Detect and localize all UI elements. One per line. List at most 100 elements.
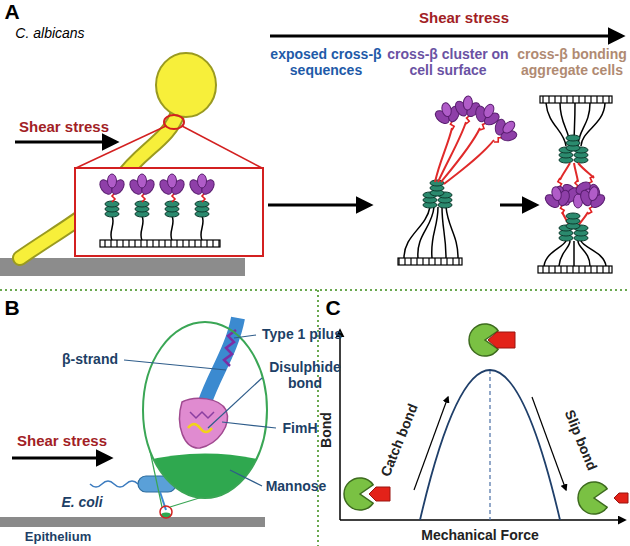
x-axis	[340, 519, 625, 521]
shear-arrow	[12, 457, 110, 460]
stalks	[544, 241, 606, 266]
amyloid-coil	[566, 135, 580, 151]
force-label: Shear stress	[4, 118, 124, 135]
panel-letter: B	[0, 296, 24, 320]
stalk	[446, 207, 458, 258]
beta-sheet	[100, 240, 220, 247]
trend-arrow	[532, 397, 566, 490]
stalk	[141, 216, 143, 240]
beta-sheet	[398, 258, 462, 265]
stalks	[111, 216, 203, 240]
fimh-fold	[190, 412, 214, 418]
part-label: Disulphide bond	[260, 359, 350, 391]
stalk	[581, 241, 606, 266]
axis-label: Mechanical Force	[390, 527, 570, 543]
bond-icon	[578, 482, 628, 514]
bond-icon	[469, 324, 515, 356]
zoom-line	[182, 126, 262, 168]
part-label: β-strand	[50, 351, 130, 367]
species-name: E. coli	[47, 494, 117, 510]
stalk	[171, 216, 173, 240]
shear-arrow	[15, 141, 116, 144]
peak-line	[489, 370, 490, 520]
part-label: Type 1 pilus	[252, 326, 352, 342]
adhesin-head	[541, 183, 577, 218]
adhesin-head	[127, 174, 156, 202]
stalk	[573, 241, 575, 266]
stalks	[404, 207, 458, 258]
linker	[578, 163, 594, 178]
adhesin-head	[157, 174, 186, 202]
ligand-icon	[369, 487, 390, 501]
flagellum	[90, 481, 138, 487]
stage-label: exposed cross-β sequences	[270, 46, 382, 78]
fimh-domain	[180, 398, 228, 448]
part-label: Mannose	[256, 478, 336, 494]
linker	[444, 140, 494, 184]
receptor-icon	[578, 482, 607, 514]
zoom-circle	[164, 115, 184, 129]
beta-strand	[224, 330, 236, 366]
stage-label: cross-β bonding aggregate cells	[515, 46, 630, 78]
stalk	[111, 216, 113, 240]
ligand-icon	[488, 332, 515, 348]
stage-arrow	[500, 204, 536, 207]
amyloid-coil	[566, 213, 580, 229]
leader-line	[208, 378, 262, 428]
beta-sheet	[540, 96, 612, 103]
curve-label: Slip bond	[555, 391, 607, 490]
stalk	[442, 207, 446, 258]
curve-label: Catch bond	[373, 391, 425, 490]
force-label: Shear stress	[2, 432, 122, 449]
zoom-contents	[140, 318, 270, 505]
epithelium-bar	[0, 517, 265, 527]
adhesin-head	[574, 183, 610, 218]
part-label: Epithelium	[8, 530, 108, 545]
leader-lines	[124, 335, 276, 486]
yeast-cell	[156, 53, 216, 117]
amyloid-coil	[105, 201, 119, 217]
bond-curve	[420, 370, 560, 520]
stalk	[404, 207, 430, 258]
stalk	[581, 103, 605, 146]
stage-label: cross-β cluster on cell surface	[386, 46, 511, 78]
panel-letter: C	[321, 296, 345, 320]
leader-line	[124, 360, 226, 370]
stalk	[578, 103, 590, 146]
linker	[574, 163, 578, 182]
adhesin-head	[484, 112, 525, 153]
species-name: C. albicans	[0, 25, 100, 41]
amyloid-coil	[165, 201, 179, 217]
amyloid-coil	[195, 201, 209, 217]
linkers	[435, 122, 494, 184]
linker	[578, 212, 588, 226]
adhesin-head	[97, 174, 126, 202]
linker	[560, 163, 570, 180]
stalk	[546, 103, 566, 146]
zoom-circle	[160, 506, 172, 518]
bond-icon	[344, 478, 390, 510]
linker	[441, 128, 480, 182]
substrate	[0, 258, 245, 276]
leader-line	[230, 470, 262, 486]
axis-label: Bond	[318, 400, 334, 460]
linker	[438, 122, 466, 182]
y-axis	[339, 330, 341, 520]
inset-box	[75, 168, 263, 256]
shear-arrow	[270, 35, 622, 38]
beta-sheet	[538, 266, 612, 273]
leader-line	[234, 335, 256, 338]
stalk	[559, 241, 570, 266]
panel-divider	[0, 289, 630, 291]
stalk	[432, 207, 438, 258]
leader-line	[222, 422, 276, 428]
force-label: Shear stress	[394, 9, 534, 26]
adhesin-head	[187, 174, 216, 202]
panel-letter: A	[0, 0, 24, 24]
zoom-oval	[143, 322, 267, 498]
stage-arrow	[268, 204, 370, 207]
stalk	[201, 216, 203, 240]
